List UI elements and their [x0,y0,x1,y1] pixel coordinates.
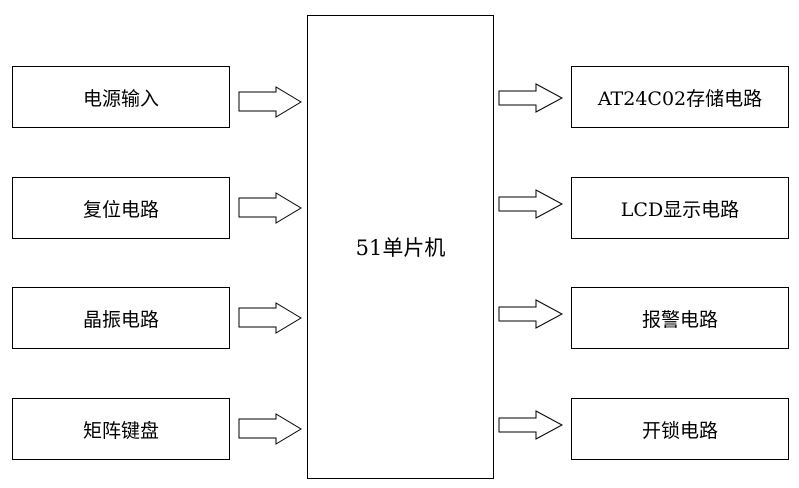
input-label: 矩阵键盘 [82,419,159,442]
output-label: 报警电路 [641,308,718,331]
input-block-keypad: 矩阵键盘 [12,398,230,460]
input-block-power: 电源输入 [12,66,230,128]
input-label: 电源输入 [82,87,159,110]
arrow-right-icon [238,86,302,118]
output-block-eeprom: AT24C02存储电路 [571,66,789,128]
arrow-right-icon [498,189,564,219]
arrow-right-icon [238,413,302,445]
arrow-right-icon [498,410,564,440]
input-block-reset: 复位电路 [12,177,230,239]
arrow-right-icon [238,192,302,224]
input-block-crystal: 晶振电路 [12,287,230,349]
mcu-label: 51单片机 [355,236,446,260]
mcu-block: 51单片机 [307,15,494,479]
output-block-alarm: 报警电路 [571,287,789,349]
output-label: AT24C02存储电路 [597,87,763,110]
output-label: 开锁电路 [641,419,718,442]
input-label: 晶振电路 [82,308,159,331]
output-block-lcd: LCD显示电路 [571,177,789,239]
arrow-right-icon [238,302,302,334]
output-label: LCD显示电路 [620,198,740,221]
input-label: 复位电路 [82,198,159,221]
arrow-right-icon [498,83,564,113]
output-block-unlock: 开锁电路 [571,398,789,460]
arrow-right-icon [498,299,564,329]
